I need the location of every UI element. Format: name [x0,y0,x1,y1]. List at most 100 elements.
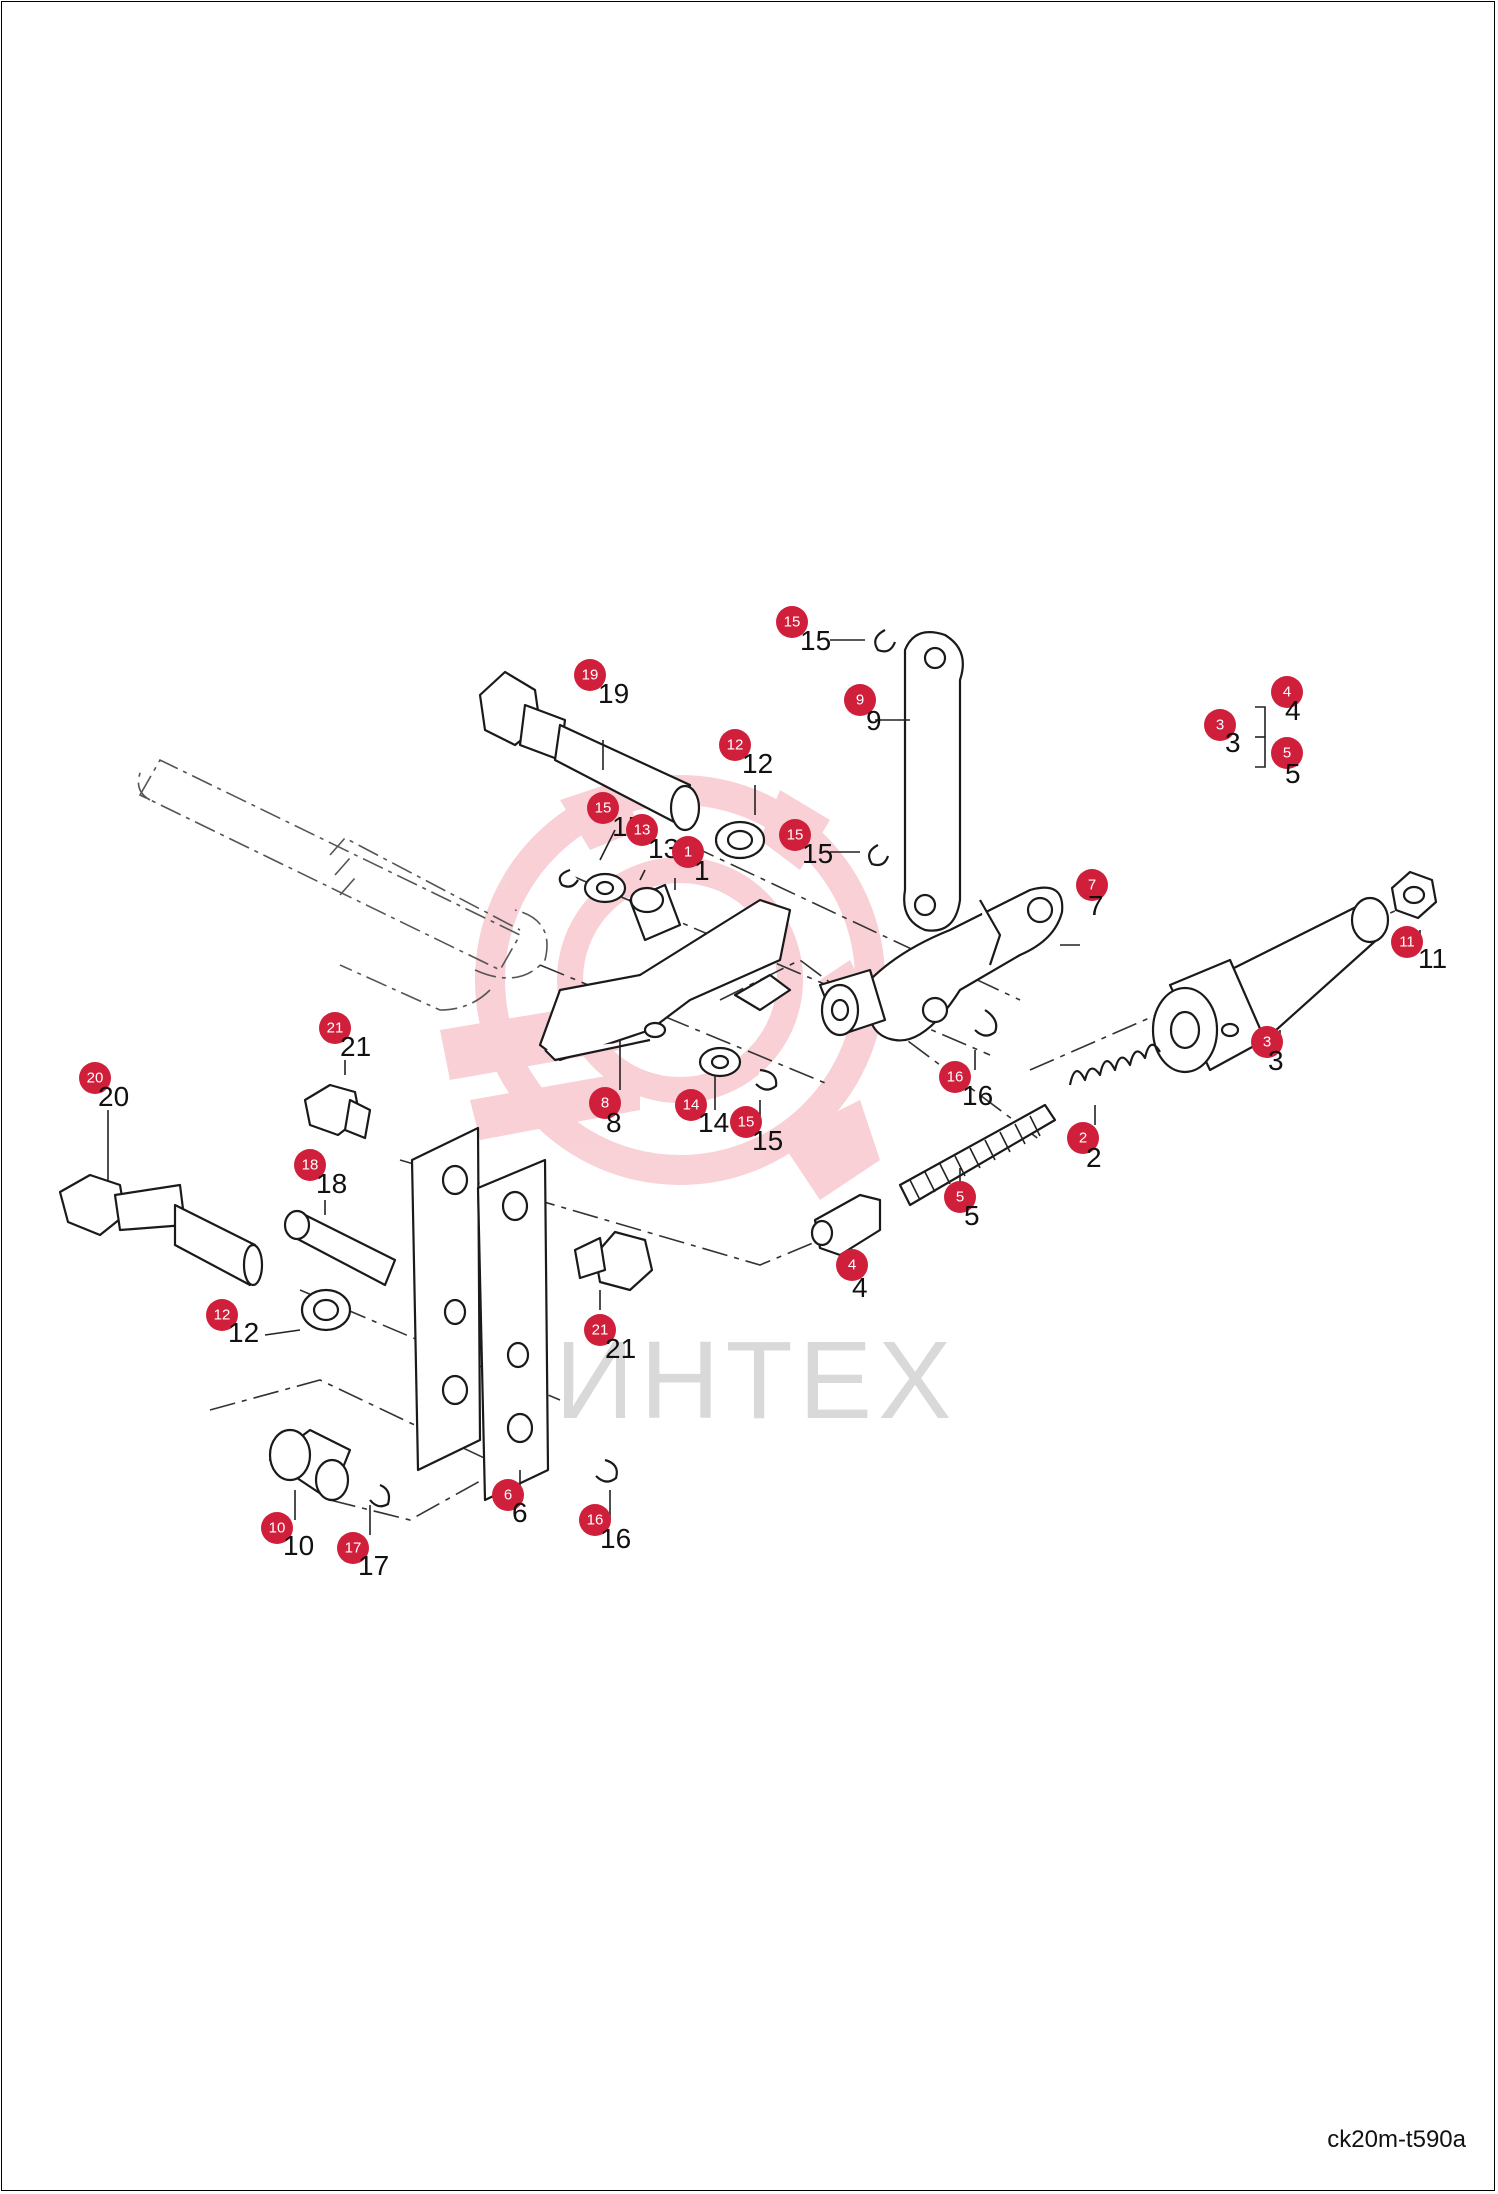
callout-label: 9 [866,705,882,736]
plate-6 [410,1126,550,1502]
svg-text:10: 10 [269,1520,286,1537]
nut-11 [1390,870,1438,920]
callout-label: 10 [283,1530,314,1561]
bolt-19 [478,670,701,832]
callout-label: 21 [340,1031,371,1062]
e-ring-17 [369,1483,391,1508]
svg-text:11: 11 [1399,934,1415,951]
callout-label: 4 [1285,695,1301,726]
lever-plate-8 [538,898,792,1062]
pin-18 [283,1209,397,1287]
svg-text:20: 20 [87,1070,104,1087]
svg-text:13: 13 [634,822,651,839]
callout-badge: 21 [584,1314,616,1346]
callout-badge: 8 [589,1087,621,1119]
callout-label: 1 [694,855,710,886]
svg-text:12: 12 [214,1307,231,1324]
callout-badge: 4 [836,1249,868,1281]
callout-label: 16 [962,1080,993,1111]
svg-text:2: 2 [1079,1130,1087,1147]
callout-badge: 10 [261,1512,293,1544]
callout-label: 5 [1285,758,1301,789]
e-ring-15-top [874,629,897,653]
link-9 [903,631,964,932]
callout-badge: 4 [1271,676,1303,708]
callout-label: 12 [742,748,773,779]
svg-text:8: 8 [601,1095,609,1112]
callout-badge: 9 [844,684,876,716]
leader-lines [107,639,1421,1535]
callout-label: 3 [1268,1045,1284,1076]
callout-badge: 3 [1251,1026,1283,1058]
callout-label: 19 [598,678,629,709]
callouts: 15 15 19 19 9 9 12 12 15 15 13 13 1 1 15… [79,606,1447,1581]
callout-label: 15 [752,1125,783,1156]
e-ring-15-mid [868,844,890,867]
svg-text:15: 15 [784,614,801,631]
callout-label: 6 [512,1497,528,1528]
watermark-text: ИНТЕХ [555,1319,957,1442]
svg-text:9: 9 [856,692,864,709]
callout-badge: 15 [776,606,808,638]
washer-12-top [714,820,766,860]
callout-label: 7 [1088,890,1104,921]
svg-text:12: 12 [727,737,744,754]
callout-label: 12 [228,1317,259,1348]
washer-14 [698,1046,742,1078]
callout-label: 15 [800,625,831,656]
callout-badge: 18 [294,1149,326,1181]
callout-badge: 5 [1271,737,1303,769]
sleeve-3 [1151,896,1390,1074]
svg-text:4: 4 [848,1257,856,1274]
spring-2 [1068,1043,1161,1086]
e-ring-15-left [558,868,579,888]
callout-label: 17 [358,1550,389,1581]
svg-text:15: 15 [738,1114,755,1131]
e-ring-16-top [974,1009,998,1037]
callout-label: 5 [964,1200,980,1231]
callout-label: 3 [1225,727,1241,758]
svg-text:17: 17 [345,1540,362,1557]
washer-13 [583,872,627,904]
callout-badge: 20 [79,1062,111,1094]
drawing-code: ck20m-t590a [1327,2126,1466,2153]
svg-text:16: 16 [587,1512,604,1529]
callout-badge: 13 [626,814,658,846]
crank-7 [818,886,1064,1042]
main-shaft-ghost [137,758,548,1011]
callout-label: 11 [1418,943,1447,974]
svg-text:1: 1 [684,844,692,861]
washer-12-low [300,1288,352,1332]
callout-badge: 12 [206,1299,238,1331]
svg-text:5: 5 [1283,745,1291,762]
svg-text:18: 18 [302,1157,319,1174]
callout-label: 2 [1086,1142,1102,1173]
bolt-20 [58,1173,264,1287]
callout-badge: 1 [672,836,704,868]
svg-text:15: 15 [787,827,804,844]
callout-badge: 16 [939,1061,971,1093]
screw-21-right [573,1230,654,1292]
svg-text:5: 5 [956,1189,964,1206]
callout-label: 8 [606,1107,622,1138]
callout-label: 16 [600,1523,631,1554]
svg-text:14: 14 [683,1097,700,1114]
callout-label: 20 [98,1081,129,1112]
callout-badge: 6 [492,1479,524,1511]
callout-badge: 7 [1076,869,1108,901]
callout-badge: 15 [587,792,619,824]
nut-4 [810,1193,882,1257]
svg-text:19: 19 [582,667,599,684]
bushing-10 [268,1428,352,1502]
svg-text:16: 16 [947,1069,964,1086]
screw-21-top [303,1083,372,1140]
callout-badge: 2 [1067,1122,1099,1154]
svg-text:15: 15 [595,800,612,817]
callout-badge: 17 [337,1532,369,1564]
callout-badge: 21 [319,1012,351,1044]
callout-badge: 3 [1204,709,1236,741]
bushing-1 [628,883,682,942]
e-ring-15-low [755,1068,778,1091]
